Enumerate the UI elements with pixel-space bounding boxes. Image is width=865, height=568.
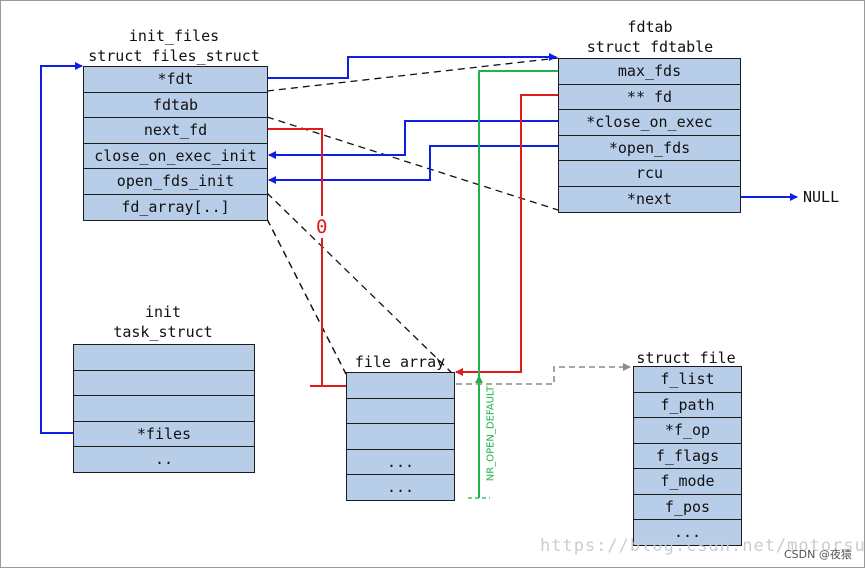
file-array-slot [347, 373, 454, 399]
init-files-field-close-on-exec-init: close_on_exec_init [84, 144, 267, 169]
struct-file-field-f-mode: f_mode [634, 469, 741, 495]
proj-fdtab-bottom [266, 116, 559, 211]
init-task-title: init task_struct [73, 302, 253, 342]
arrow-files-to-init-files [40, 62, 83, 434]
line-next-fd-index [267, 128, 323, 386]
next-fd-zero-label: 0 [316, 216, 328, 238]
init-task-field-files: *files [74, 422, 254, 447]
struct-file-title: struct file [636, 349, 736, 367]
struct-file-field-f-list: f_list [634, 367, 741, 393]
struct-file: f_list f_path *f_op f_flags f_mode f_pos… [633, 366, 742, 546]
file-array-slot [347, 424, 454, 450]
line-max-fds [478, 70, 558, 498]
arrow-fd-entry-to-file [456, 363, 631, 385]
init-files-title: init_files struct files_struct [84, 26, 264, 66]
arrow-fd-to-file-array [455, 94, 558, 376]
file-array-slot-more: ... [386, 478, 415, 496]
init-task-field [74, 371, 254, 396]
init-files-field-open-fds-init: open_fds_init [84, 169, 267, 195]
struct-file-field-f-path: f_path [634, 393, 741, 418]
arrow-fdt-to-fdtab [267, 53, 557, 79]
fdtab-field-rcu: rcu [559, 161, 740, 187]
fdtab-struct: max_fds ** fd *close_on_exec *open_fds r… [558, 58, 741, 213]
file-array-slot [347, 399, 454, 424]
fdtab-name: fdtab [627, 18, 673, 36]
arrow-close-on-exec [268, 120, 558, 159]
struct-file-field-f-flags: f_flags [634, 444, 741, 469]
fdtab-field-open-fds: *open_fds [559, 136, 740, 161]
init-task-field [74, 396, 254, 422]
struct-file-field-f-op: *f_op [634, 418, 741, 444]
fdtab-title: fdtab struct fdtable [560, 17, 740, 57]
nr-open-default-label: NR_OPEN_DEFAULT [485, 385, 497, 482]
init-task-field-more: .. [154, 450, 174, 468]
null-label: NULL [803, 188, 840, 206]
proj-fdarray-right-top [266, 192, 454, 375]
init-task-struct: *files .. [73, 344, 255, 473]
init-files-name: init_files [128, 27, 220, 45]
fdtab-type: struct fdtable [586, 38, 714, 56]
init-task-type: task_struct [113, 323, 213, 341]
init-task-field [74, 345, 254, 371]
proj-fdtab-top [266, 57, 559, 92]
fdtab-field-fd: ** fd [559, 85, 740, 110]
struct-file-field-f-pos: f_pos [634, 495, 741, 520]
init-files-struct: *fdt fdtab next_fd close_on_exec_init op… [83, 66, 268, 221]
proj-fdarray-bottom [266, 218, 347, 375]
fdtab-field-close-on-exec: *close_on_exec [559, 110, 740, 136]
fdtab-field-max-fds: max_fds [559, 59, 740, 85]
init-task-name: init [144, 303, 182, 321]
watermark: https://blog.csdn.net/motorsun [540, 536, 865, 556]
fdtab-field-next: *next [626, 189, 673, 208]
init-files-field-fd-array: fd_array[..] [121, 197, 230, 216]
file-array-slot-more: ... [347, 450, 454, 475]
file-array: ... ... [346, 372, 455, 501]
arrow-open-fds [268, 145, 558, 184]
csdn-credit: CSDN @夜猿 [784, 548, 852, 561]
init-files-field-fdtab: fdtab [84, 93, 267, 118]
init-files-type: struct files_struct [88, 47, 260, 65]
file-array-title: file array [354, 353, 446, 371]
init-files-field-fdt: *fdt [84, 67, 267, 93]
init-files-field-next-fd: next_fd [84, 118, 267, 144]
struct-file-field-more: ... [673, 523, 702, 541]
